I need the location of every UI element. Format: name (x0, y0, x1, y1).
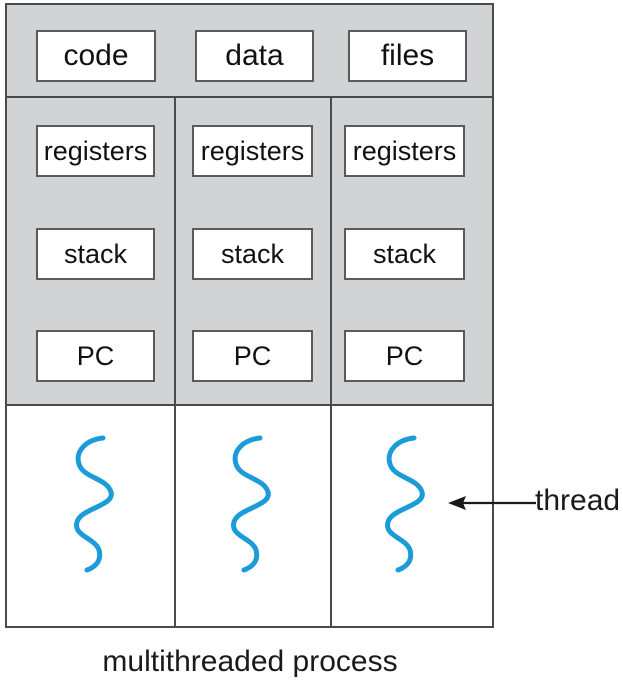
thread-context-column-1: registers stack PC (7, 98, 174, 404)
shared-resources-region: code data files registers stack PC regis… (7, 5, 492, 404)
thread-squiggle-icon (385, 435, 425, 573)
thread-callout: thread (446, 478, 623, 530)
shared-resources-band: code data files (7, 5, 492, 98)
thread-squiggle-icon (74, 435, 114, 573)
thread-registers-box: registers (36, 125, 155, 177)
shared-resource-box-files: files (348, 30, 467, 82)
thread-pc-box: PC (344, 330, 465, 382)
thread-flow-region (7, 404, 492, 626)
thread-pc-box: PC (36, 330, 155, 382)
thread-flow-column-2 (174, 406, 332, 626)
thread-stack-box: stack (344, 228, 465, 280)
shared-resource-box-data: data (195, 30, 314, 82)
thread-squiggle-icon (231, 435, 271, 573)
process-frame: code data files registers stack PC regis… (5, 3, 494, 628)
thread-context-column-3: registers stack PC (332, 98, 492, 404)
shared-resource-box-code: code (36, 30, 156, 82)
thread-flow-column-1 (7, 406, 174, 626)
thread-context-column-2: registers stack PC (174, 98, 332, 404)
thread-context-band: registers stack PC registers stack PC re… (7, 98, 492, 404)
thread-callout-label: thread (535, 484, 621, 517)
thread-stack-box: stack (36, 228, 155, 280)
thread-flow-column-3 (332, 406, 492, 626)
thread-registers-box: registers (344, 125, 465, 177)
thread-pc-box: PC (192, 330, 313, 382)
thread-registers-box: registers (192, 125, 313, 177)
thread-stack-box: stack (192, 228, 313, 280)
diagram-caption: multithreaded process (102, 645, 398, 678)
arrow-left-icon (448, 496, 536, 510)
